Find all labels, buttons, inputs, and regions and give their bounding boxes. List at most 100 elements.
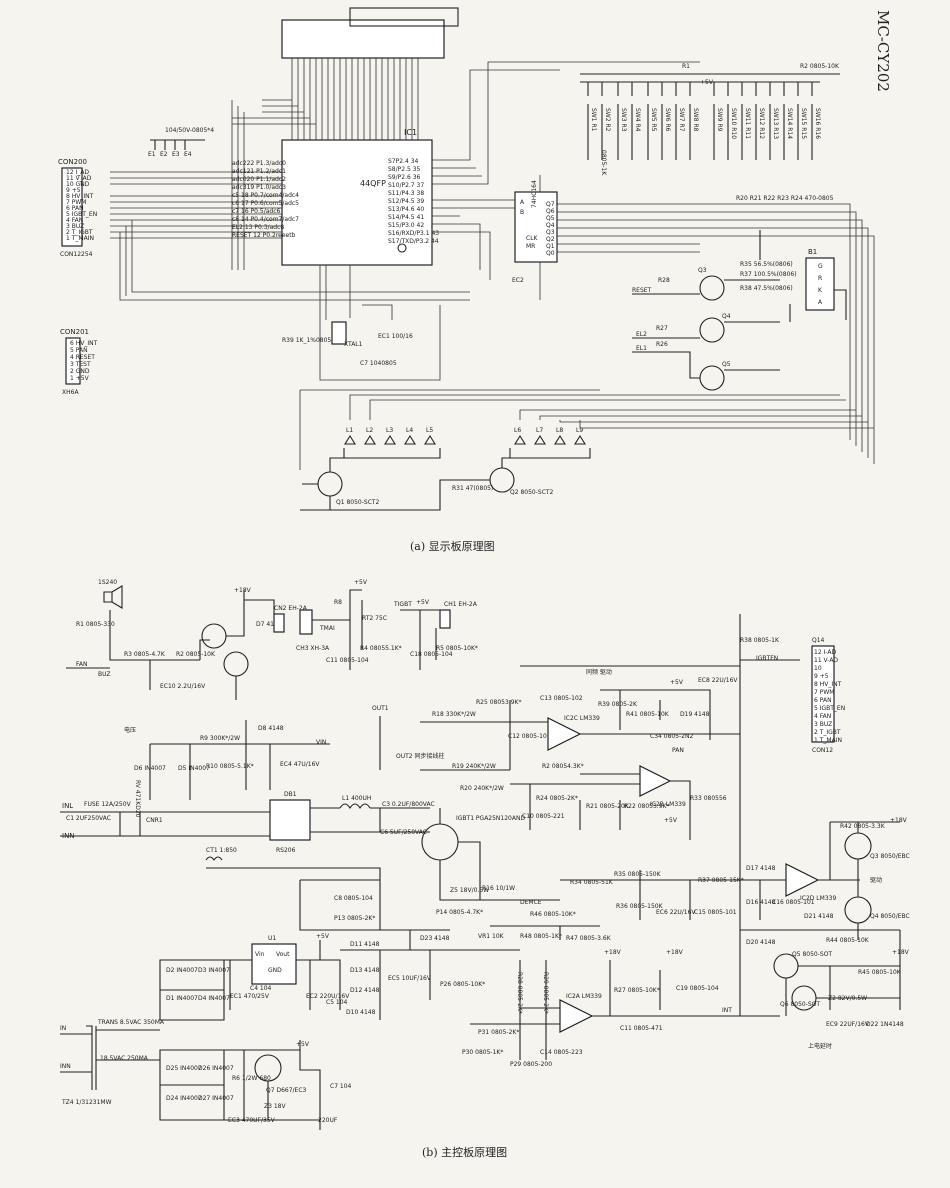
r27-label: R27 0805-10K* [614, 987, 660, 994]
svg-text:D25 IN4007: D25 IN4007 [166, 1065, 202, 1072]
svg-text:D10 4148: D10 4148 [346, 1009, 376, 1016]
int-net: INT [722, 1007, 732, 1014]
c4-label: C4 104 [250, 985, 272, 992]
c15-label: C15 0805-101 [694, 909, 737, 916]
delay-traces [740, 929, 901, 1016]
buz-net: BUZ [98, 671, 111, 678]
svg-text:6 HV_INT: 6 HV_INT [70, 340, 98, 347]
r38-label: R38 0805-1K [740, 637, 780, 644]
side-title: MC-CY202 [874, 10, 892, 92]
tz-label: TZ4 1/31231MW [61, 1099, 112, 1106]
bridge-a [159, 959, 225, 1021]
d19-label: D19 4148 [680, 711, 710, 718]
r38-label: R38 47.5%(0806) [740, 285, 793, 292]
rv-label: RV 471KD20 [134, 780, 141, 818]
svg-text:9 +5: 9 +5 [66, 187, 81, 194]
shift-register-ic [514, 191, 558, 263]
bridge-a-diodes: D2 IN4007 D3 IN4007 D4 IN4007 D1 IN4007 [166, 967, 230, 1002]
ic1-package: 44QFP [360, 179, 386, 188]
ic2c-traces [379, 689, 740, 770]
switch-array: SW1 R1 SW2 R2 SW3 R3 SW4 R4 SW5 R5 SW6 R… [587, 82, 821, 176]
svg-text:G: G [818, 263, 823, 270]
el2-net: EL2 [636, 331, 647, 338]
svg-text:11 V_AD: 11 V_AD [66, 175, 92, 182]
reset-net: RESET [632, 287, 652, 294]
svg-text:SW6 R6: SW6 R6 [664, 108, 671, 132]
svg-text:L1: L1 [346, 427, 353, 434]
svg-text:L4: L4 [406, 427, 413, 434]
svg-text:6 PAN: 6 PAN [66, 205, 84, 212]
c12-label: C12 0805-101 [508, 733, 551, 740]
c1-label: C1 2UF250VAC [66, 815, 111, 822]
ec8-label: EC8 22U/16V [698, 677, 738, 684]
svg-text:c6 17 P0.6/com5/adc5: c6 17 P0.6/com5/adc5 [232, 200, 299, 207]
display-board-schematic: IC1 44QFP adc222 P1.3/adc0 adc121 P1.2/a… [58, 7, 875, 553]
ic2b-opamp [639, 765, 672, 797]
mains-traces [60, 811, 270, 837]
switch-bus [580, 73, 840, 83]
svg-text:7 PWM: 7 PWM [814, 689, 834, 696]
decoupling-caps: E1 E2 E3 E4 [148, 139, 205, 158]
con200-pins: 12 I_AD 11 V_AD 10 GND 9 +5 8 HV_INT 7 P… [66, 169, 97, 242]
c13-label: C13 0805-102 [540, 695, 583, 702]
ic2a-label: IC2A LM339 [566, 993, 602, 1000]
caption-display: (a) 显示板原理图 [410, 539, 495, 553]
r35-label: R35 0805-150K [614, 871, 662, 878]
ic2d-label: IC2D LM339 [800, 895, 836, 902]
svg-text:E2: E2 [160, 151, 168, 158]
svg-text:adc020 P1.1/adc2: adc020 P1.1/adc2 [232, 176, 286, 183]
p31-label: P31 0805-2K* [478, 1029, 519, 1036]
c8-label: C8 0805-104 [334, 895, 373, 902]
led-bus [299, 389, 874, 470]
q14-label: Q14 [812, 637, 825, 644]
r46-label: R46 0805-10K* [530, 911, 576, 918]
d17-label: D17 4148 [746, 865, 776, 872]
shift-register-label: 74HC164 [531, 180, 538, 208]
svg-text:SW5 R5: SW5 R5 [650, 108, 657, 132]
q4-transistor [844, 896, 872, 924]
svg-text:D3 IN4007: D3 IN4007 [198, 967, 230, 974]
u1-vout-pin: Vout [276, 951, 290, 958]
svg-text:D13 4148: D13 4148 [350, 967, 380, 974]
rail-18v-d: +18V [666, 949, 684, 956]
svg-text:D4 IN4007: D4 IN4007 [198, 995, 230, 1002]
svg-text:c7 16 P0.5/adc6: c7 16 P0.5/adc6 [232, 208, 281, 215]
ch3-label: CH3 XH-3A [296, 645, 330, 652]
fuse-label: FUSE 12A/250V [84, 801, 132, 808]
svg-text:D1 IN4007: D1 IN4007 [166, 995, 198, 1002]
ic1-mcu [281, 139, 433, 266]
ic1-right-traces [432, 61, 700, 280]
r19-label: R19 240K*/2W [452, 763, 496, 770]
c7-label: C7 1040805 [360, 360, 397, 367]
inn2-net: INN [60, 1063, 71, 1070]
svg-text:SW2 R2: SW2 R2 [604, 108, 611, 132]
r48-label: R48 0805-1K* [520, 933, 562, 940]
igbtfn-net: IGBTFN [756, 655, 778, 662]
con12-connector [811, 645, 835, 743]
p13-label: P13 0805-2K* [334, 915, 375, 922]
ch1-connector [439, 609, 451, 629]
r9-label: R9 300K*/2W [200, 735, 240, 742]
r28-label: R28 [658, 277, 670, 284]
c19-label: C19 0805-104 [676, 985, 719, 992]
con201-pins: 6 HV_INT 5 PAN 4 RESET 3 TEST 2 GND 1 +5… [70, 340, 98, 382]
svg-text:L8: L8 [556, 427, 563, 434]
buzzer-driver-q1 [201, 623, 227, 649]
svg-text:S9/P2.6 36: S9/P2.6 36 [388, 174, 421, 181]
db1-label: DB1 [284, 791, 297, 798]
out2-label: OUT2 同步接线柱 [396, 752, 445, 760]
rs206-label: RS206 [276, 847, 296, 854]
svg-text:4 FAN: 4 FAN [66, 217, 83, 224]
ch1-label: CH1 EH-2A [444, 601, 478, 608]
svg-text:S8/P2.5 35: S8/P2.5 35 [388, 166, 421, 173]
in-net: IN [60, 1025, 66, 1032]
con200-label: CON200 [58, 158, 87, 166]
svg-text:adc222 P1.3/adc0: adc222 P1.3/adc0 [232, 160, 286, 167]
con201-label: CON201 [60, 328, 89, 336]
r44-label: R44 0805-10K [826, 937, 870, 944]
svg-text:SW16 R16: SW16 R16 [814, 108, 821, 139]
svg-text:2 GND: 2 GND [70, 368, 90, 375]
r42-label: R42 0805-3.3K [840, 823, 886, 830]
svg-text:5 IGBT_EN: 5 IGBT_EN [814, 705, 845, 712]
svg-text:1 T_MAIN: 1 T_MAIN [814, 737, 842, 744]
